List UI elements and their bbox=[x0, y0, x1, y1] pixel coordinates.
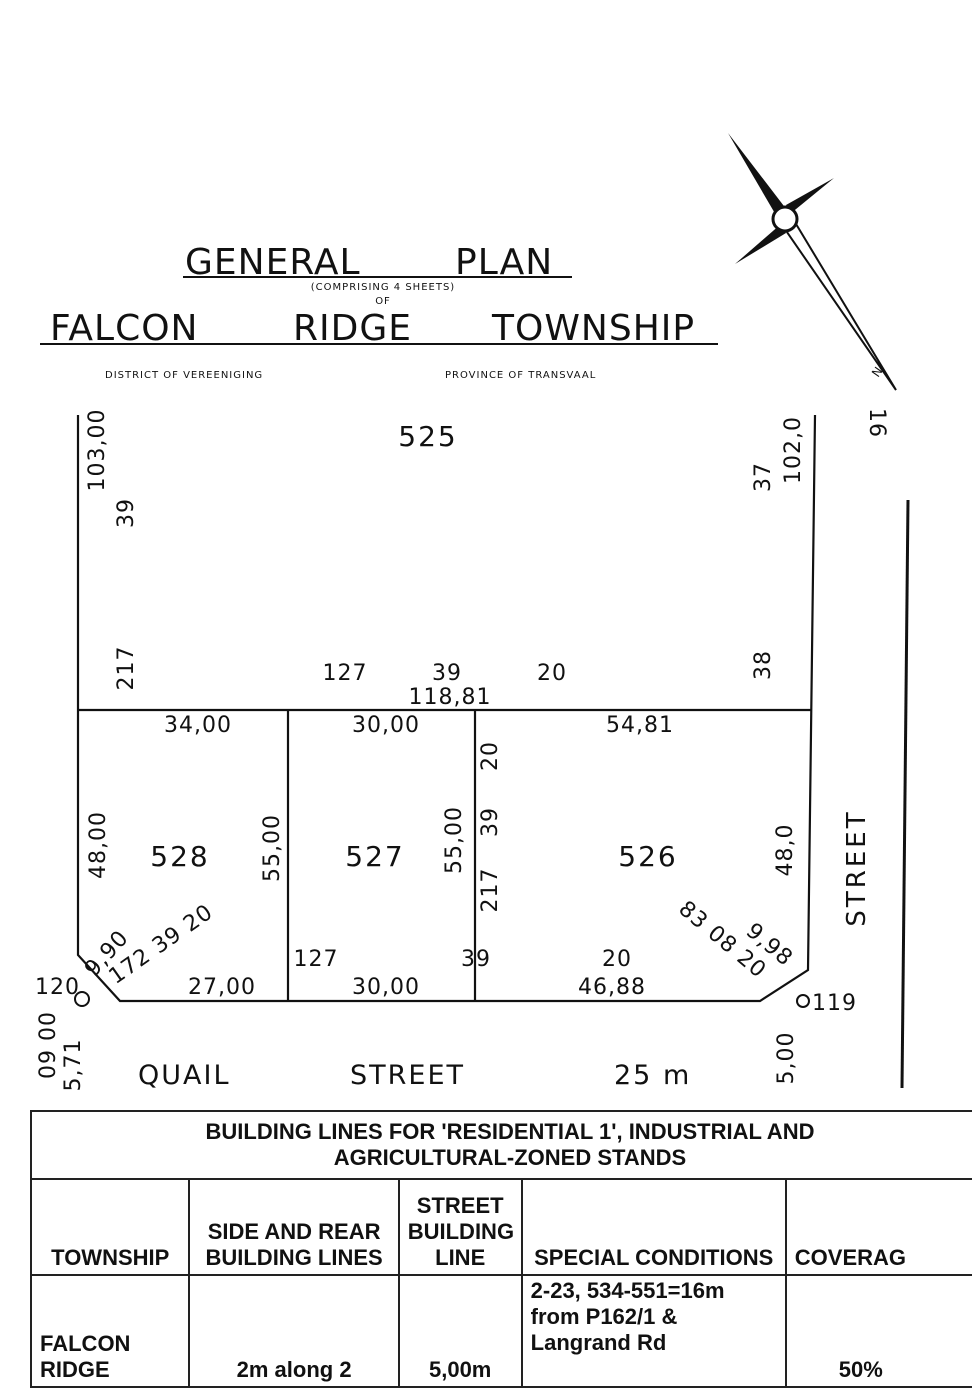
vert-bearing-20: 20 bbox=[478, 741, 503, 771]
cell-street-line: 5,00m bbox=[397, 1274, 523, 1388]
mid-length: 118,81 bbox=[409, 685, 492, 710]
stand-525: 525 bbox=[398, 420, 457, 453]
north-label: N bbox=[869, 364, 886, 379]
header-street-line: STREET BUILDING LINE bbox=[397, 1178, 523, 1276]
len-527-top: 30,00 bbox=[352, 713, 420, 738]
len-526-bottom: 46,88 bbox=[578, 975, 646, 1000]
len-527-right: 55,00 bbox=[442, 806, 467, 874]
north-arrow-icon: N bbox=[728, 133, 897, 391]
right-corner-dim: 5,00 bbox=[774, 1032, 799, 1085]
table-caption: BUILDING LINES FOR 'RESIDENTIAL 1', INDU… bbox=[30, 1110, 972, 1180]
vert-bearing-39: 39 bbox=[478, 807, 503, 837]
street-word: STREET bbox=[350, 1060, 465, 1091]
len-528-top: 34,00 bbox=[164, 713, 232, 738]
len-528-bottom: 27,00 bbox=[188, 975, 256, 1000]
subtitle-falcon: FALCON bbox=[50, 308, 199, 349]
comprising-note: (COMPRISING 4 SHEETS) bbox=[311, 282, 455, 293]
mid-bearing-20: 20 bbox=[537, 661, 567, 686]
cell-side-rear: 2m along 2 bbox=[188, 1274, 400, 1388]
len-527-bottom: 30,00 bbox=[352, 975, 420, 1000]
province-label: PROVINCE OF TRANSVAAL bbox=[445, 370, 596, 381]
street-width: 25 m bbox=[614, 1060, 691, 1091]
header-township: TOWNSHIP bbox=[29, 1178, 191, 1276]
caption-line-1: BUILDING LINES FOR 'RESIDENTIAL 1', INDU… bbox=[205, 1119, 815, 1144]
bottom-bearing-127: 127 bbox=[294, 947, 339, 972]
len-526-top: 54,81 bbox=[606, 713, 674, 738]
dim-right-top: 102,0 bbox=[781, 416, 806, 484]
edge-number-16: 16 bbox=[864, 408, 889, 438]
len-526-right: 48,0 bbox=[773, 824, 798, 877]
stand-526: 526 bbox=[618, 840, 677, 873]
bearing-right-38: 38 bbox=[751, 650, 776, 680]
subtitle-ridge: RIDGE bbox=[293, 308, 412, 349]
peg-120-marker bbox=[74, 991, 90, 1007]
vert-bearing-217: 217 bbox=[478, 868, 503, 913]
peg-119: 119 bbox=[812, 991, 857, 1016]
table-row: FALCON RIDGE 2m along 2 5,00m 2-23, 534-… bbox=[29, 1274, 972, 1388]
bottom-bearing-39: 39 bbox=[461, 947, 491, 972]
cell-coverage: 50% bbox=[784, 1274, 972, 1388]
caption-line-2: AGRICULTURAL-ZONED STANDS bbox=[333, 1145, 687, 1170]
street-edge-line bbox=[900, 499, 910, 1089]
bearing-left-39: 39 bbox=[114, 498, 139, 528]
peg-120: 120 bbox=[35, 975, 80, 1000]
cell-special: 2-23, 534-551=16m from P162/1 & Langrand… bbox=[520, 1274, 787, 1388]
header-side-rear: SIDE AND REAR BUILDING LINES bbox=[188, 1178, 400, 1276]
general-plan-diagram: GENERAL PLAN (COMPRISING 4 SHEETS) OF FA… bbox=[35, 133, 910, 1092]
street-quail: QUAIL bbox=[138, 1060, 231, 1091]
len-528-right: 55,00 bbox=[260, 814, 285, 882]
stand-528: 528 bbox=[150, 840, 209, 873]
stand-boundaries bbox=[76, 414, 817, 1003]
bottom-bearing-20: 20 bbox=[602, 947, 632, 972]
left-corner-a: 09 00 bbox=[36, 1011, 61, 1079]
mid-bearing-127: 127 bbox=[323, 661, 368, 686]
header-coverage: COVERAG bbox=[784, 1178, 972, 1276]
stand-527: 527 bbox=[345, 840, 404, 873]
bearing-left-217: 217 bbox=[114, 646, 139, 691]
mid-bearing-39: 39 bbox=[432, 661, 462, 686]
left-corner-b: 5,71 bbox=[61, 1039, 86, 1092]
dim-left-top: 103,00 bbox=[85, 409, 110, 492]
header-special: SPECIAL CONDITIONS bbox=[520, 1178, 787, 1276]
subtitle-township: TOWNSHIP bbox=[491, 308, 695, 349]
len-528-left: 48,00 bbox=[86, 811, 111, 879]
peg-119-marker bbox=[796, 994, 810, 1008]
bearing-right-37: 37 bbox=[751, 462, 776, 492]
cell-township: FALCON RIDGE bbox=[29, 1274, 191, 1388]
table-header-row: TOWNSHIP SIDE AND REAR BUILDING LINES ST… bbox=[29, 1178, 972, 1276]
street-label-vertical: STREET bbox=[842, 809, 872, 926]
district-label: DISTRICT OF VEREENIGING bbox=[105, 370, 263, 381]
building-lines-table: BUILDING LINES FOR 'RESIDENTIAL 1', INDU… bbox=[29, 1110, 972, 1388]
of-note: OF bbox=[375, 296, 391, 307]
